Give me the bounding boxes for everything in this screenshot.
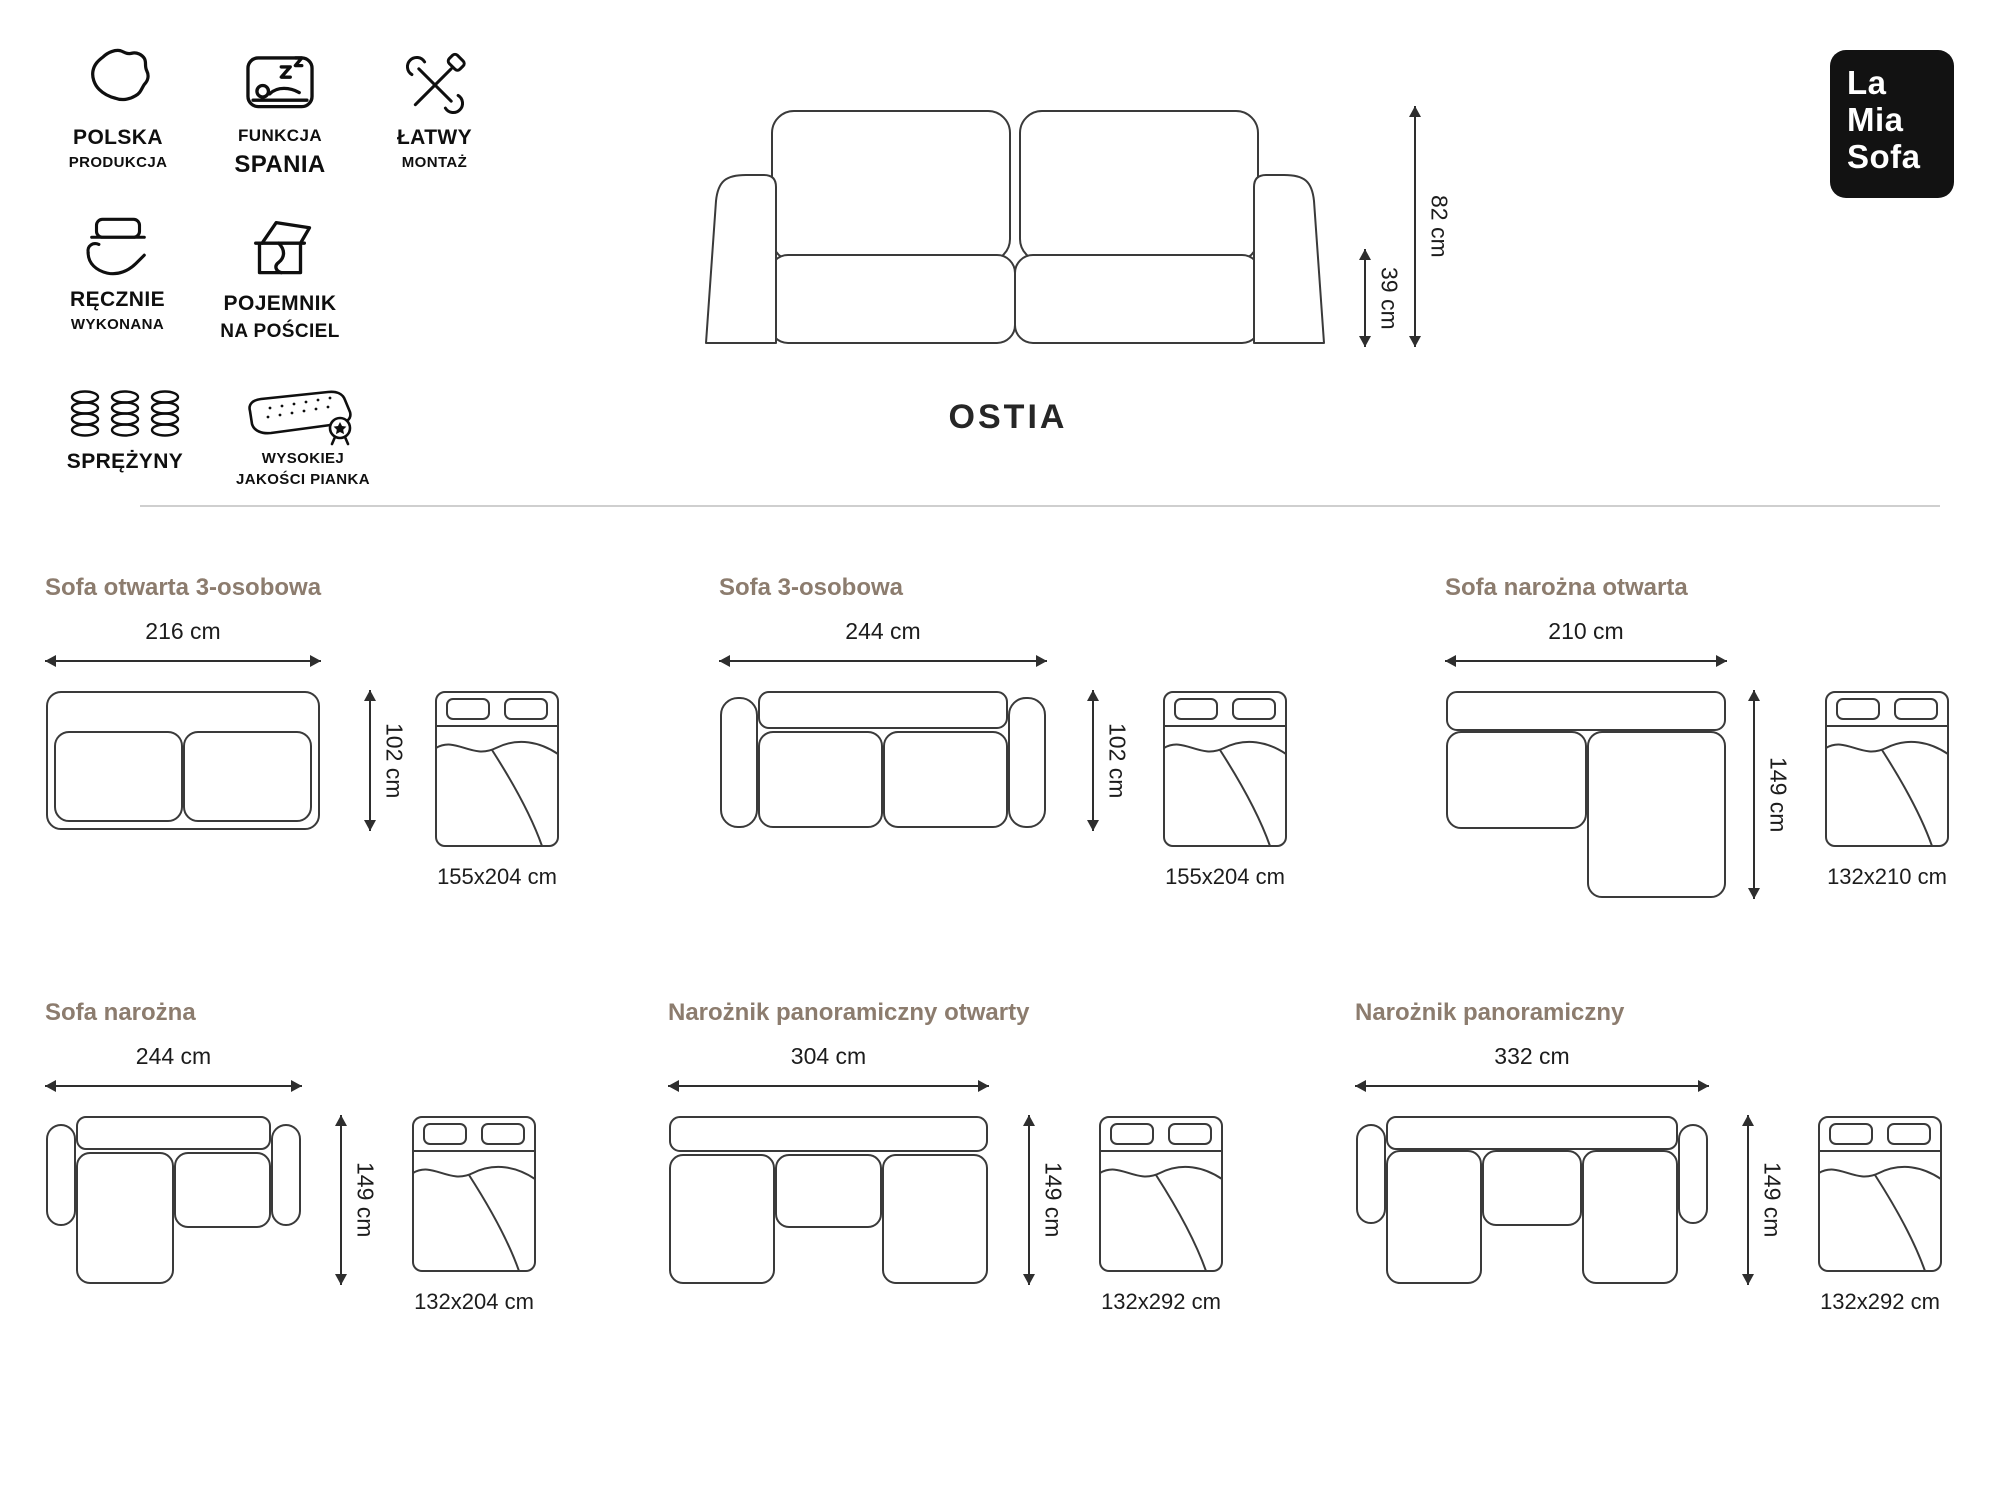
feature-sublabel: JAKOŚCI PIANKA (236, 471, 370, 489)
feature-sublabel: NA POŚCIEL (220, 321, 340, 343)
sofa-top-view (720, 691, 1046, 828)
variant-title: Sofa 3-osobowa (719, 574, 904, 601)
sofa-open-top-view (46, 691, 320, 830)
width-arrow (45, 655, 321, 667)
corner-sofa-open-top-view (1446, 691, 1726, 898)
variant-title: Sofa otwarta 3-osobowa (45, 574, 322, 601)
feature-sublabel: WYKONANA (70, 316, 165, 334)
section-divider (140, 505, 1940, 507)
depth-dimension: 149 cm (1040, 1162, 1067, 1238)
feature-foam-quality: WYSOKIEJ JAKOŚCI PIANKA (208, 386, 398, 490)
depth-arrow (364, 690, 376, 831)
variant-naroznik-panoramiczny-otwarty: Narożnik panoramiczny otwarty 304 cm 149… (668, 999, 1288, 1339)
feature-handmade: RĘCZNIE WYKONANA (45, 212, 190, 335)
width-arrow (1445, 655, 1727, 667)
feature-sublabel: MONTAŻ (401, 154, 468, 172)
depth-arrow (1742, 1115, 1754, 1285)
depth-dimension: 149 cm (352, 1162, 379, 1238)
width-dimension: 304 cm (790, 1043, 867, 1069)
width-arrow (668, 1080, 989, 1092)
bedding-storage-icon (253, 220, 312, 275)
feature-label: SPRĘŻYNY (66, 450, 184, 473)
feature-poland-production: POLSKA PRODUKCJA (48, 42, 188, 173)
variant-sofa-narozna-otwarta: Sofa narożna otwarta 210 cm 149 cm 132x2… (1445, 574, 1985, 914)
depth-dimension: 149 cm (1765, 756, 1792, 833)
poland-map-icon (91, 48, 150, 102)
panoramic-corner-top-view (1356, 1116, 1708, 1284)
depth-arrow (1087, 690, 1099, 831)
depth-arrow (335, 1115, 347, 1285)
bed-top-view (1818, 1116, 1942, 1272)
bed-size-label: 155x204 cm (437, 864, 557, 889)
seat-height-dimension: 39 cm (1376, 266, 1403, 330)
variant-sofa-otwarta-3-osobowa: Sofa otwarta 3-osobowa 216 cm 102 cm 155… (45, 574, 605, 914)
depth-arrow (1023, 1115, 1035, 1285)
panoramic-corner-open-top-view (669, 1116, 988, 1284)
feature-sublabel: SPANIA (234, 150, 326, 178)
bed-size-label: 155x204 cm (1165, 864, 1285, 889)
width-arrow (1355, 1080, 1709, 1092)
feature-label: WYSOKIEJ (261, 450, 345, 467)
feature-label: POJEMNIK (223, 292, 337, 315)
variant-title: Narożnik panoramiczny (1355, 999, 1625, 1026)
width-arrow (45, 1080, 302, 1092)
bed-size-label: 132x210 cm (1827, 864, 1947, 889)
variant-sofa-3-osobowa: Sofa 3-osobowa 244 cm 102 cm 155x204 cm (719, 574, 1339, 914)
bed-top-view (412, 1116, 536, 1272)
feature-sleep-function: FUNKCJA SPANIA (205, 40, 355, 180)
width-dimension: 244 cm (135, 1043, 212, 1069)
bed-size-label: 132x204 cm (414, 1289, 534, 1314)
brand-logo: La Mia Sofa (1830, 50, 1954, 198)
bed-size-label: 132x292 cm (1101, 1289, 1221, 1314)
bed-top-view (1825, 691, 1949, 847)
depth-arrow (1748, 690, 1760, 899)
width-arrow (719, 655, 1047, 667)
brand-logo-line-2: Mia (1847, 100, 1904, 138)
sofa-front-view (705, 110, 1325, 344)
bed-top-view (435, 691, 559, 847)
bed-top-view (1163, 691, 1287, 847)
variant-title: Sofa narożna (45, 999, 196, 1026)
handmade-icon (85, 217, 146, 276)
width-dimension: 216 cm (145, 618, 221, 644)
feature-sublabel: PRODUKCJA (68, 154, 168, 172)
brand-logo-line-3: Sofa (1847, 137, 1921, 175)
variant-title: Narożnik panoramiczny otwarty (668, 999, 1030, 1026)
variant-title: Sofa narożna otwarta (1445, 574, 1688, 601)
width-dimension: 332 cm (1494, 1043, 1570, 1069)
depth-dimension: 102 cm (1104, 722, 1131, 799)
bed-top-view (1099, 1116, 1223, 1272)
springs-icon (70, 390, 180, 437)
easy-assembly-tools-icon (405, 52, 466, 115)
width-dimension: 210 cm (1548, 618, 1624, 644)
width-dimension: 244 cm (845, 618, 921, 644)
sleep-function-icon (246, 56, 314, 109)
corner-sofa-top-view (46, 1116, 301, 1284)
total-height-arrow (1409, 106, 1421, 347)
depth-dimension: 102 cm (381, 722, 408, 799)
feature-label: POLSKA (73, 126, 163, 149)
seat-height-arrow (1359, 249, 1371, 347)
feature-springs: SPRĘŻYNY (40, 382, 210, 478)
total-height-dimension: 82 cm (1426, 195, 1453, 258)
feature-easy-assembly: ŁATWY MONTAŻ (372, 48, 497, 173)
feature-label: FUNKCJA (237, 126, 323, 145)
product-title: OSTIA (948, 398, 1068, 436)
bed-size-label: 132x292 cm (1820, 1289, 1940, 1314)
foam-quality-icon (248, 390, 352, 446)
brand-logo-line-1: La (1847, 64, 1887, 101)
depth-dimension: 149 cm (1759, 1162, 1786, 1238)
variant-naroznik-panoramiczny: Narożnik panoramiczny 332 cm 149 cm 132x… (1355, 999, 1995, 1339)
variant-sofa-narozna: Sofa narożna 244 cm 149 cm 132x204 cm (45, 999, 605, 1339)
feature-label: ŁATWY (396, 126, 473, 149)
feature-bedding-storage: POJEMNIK NA POŚCIEL (200, 206, 360, 344)
feature-label: RĘCZNIE (70, 288, 165, 311)
